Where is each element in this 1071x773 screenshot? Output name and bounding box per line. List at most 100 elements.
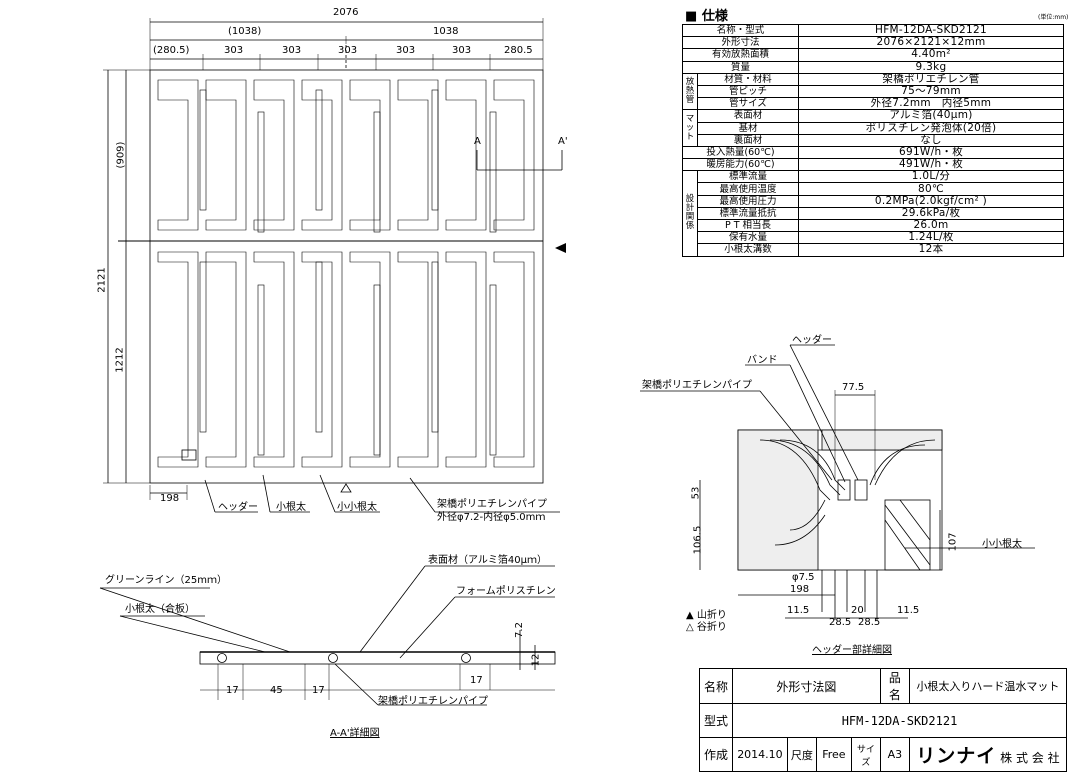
tb-size-value: A3 xyxy=(879,737,910,772)
spec-value: ポリスチレン発泡体(20倍) xyxy=(798,121,1064,135)
tb-scale-label: 尺度 xyxy=(786,737,817,772)
spec-value: 2076×2121×12mm xyxy=(798,36,1064,50)
spec-value: 架橋ポリエチレン管 xyxy=(798,72,1064,86)
spec-value: 4.40m² xyxy=(798,48,1064,62)
dim-offset-left: 198 xyxy=(160,493,180,504)
dim-height-upper: (909) xyxy=(115,141,127,169)
label-small-joist: 小小根太 xyxy=(337,502,377,513)
hd-dim-28-5a: 28.5 xyxy=(829,617,852,628)
dim-half-left: (1038) xyxy=(228,26,262,37)
spec-value: 80℃ xyxy=(798,182,1064,196)
spec-value: アルミ箔(40μm) xyxy=(798,109,1064,123)
hd-dim-phi: φ7.5 xyxy=(792,572,815,583)
section-marker-a: A xyxy=(474,136,481,147)
spec-value: なし xyxy=(798,133,1064,147)
spec-value: 691W/h・枚 xyxy=(798,145,1064,160)
tb-product-label: 品名 xyxy=(879,668,910,704)
spec-row: 投入熱量(60℃)691W/h・枚 xyxy=(682,145,1064,160)
label-section-pipe: 架橋ポリエチレンパイプ xyxy=(378,696,488,707)
spec-row: 放熱管材質・材料架橋ポリエチレン管 xyxy=(682,72,1064,111)
dim-overall-width: 2076 xyxy=(333,7,359,18)
spec-label: 標準流量 xyxy=(697,170,799,184)
spec-value: 1.0L/分 xyxy=(798,170,1064,184)
hd-dim-107: 107 xyxy=(947,532,959,552)
dim-17a: 17 xyxy=(226,685,239,696)
spec-group-label: 放熱管 xyxy=(682,72,698,111)
mat-outline xyxy=(149,69,544,484)
title-block: 名称 外形寸法図 品名 小根太入りハード温水マット 型式 HFM-12DA-SK… xyxy=(699,668,1068,772)
spec-unit-note: (単位:mm) xyxy=(1038,14,1069,21)
spec-label: 材質・材料 xyxy=(697,72,799,86)
pipe-serpentine-upper xyxy=(157,79,535,231)
section-body xyxy=(199,651,556,665)
spec-value: 外径7.2mm 内径5mm xyxy=(798,97,1064,111)
hd-dim-106-5: 106.5 xyxy=(692,525,704,555)
spec-group-label: マット xyxy=(682,109,698,147)
spec-label: 保有水量 xyxy=(697,231,799,245)
hd-dim-198: 198 xyxy=(790,584,810,595)
hd-label-band: バンド xyxy=(747,355,778,366)
arrow-marker-icon xyxy=(555,243,566,253)
dim-seg-4: 303 xyxy=(338,45,358,56)
legend-mountain: ▲ 山折り xyxy=(686,610,727,621)
label-pipe-line1: 架橋ポリエチレンパイプ xyxy=(437,499,547,510)
section-marker-a2: A' xyxy=(558,136,568,147)
dim-seg-2: 303 xyxy=(224,45,244,56)
header-detail-title: ヘッダー部詳細図 xyxy=(812,645,892,656)
tb-scale-value: Free xyxy=(815,737,852,772)
dim-seg-3: 303 xyxy=(282,45,302,56)
spec-label: 投入熱量(60℃) xyxy=(682,145,799,160)
dim-12: 12 xyxy=(530,653,542,667)
spec-label: 有効放熱面積 xyxy=(682,48,799,62)
tb-made-label: 作成 xyxy=(699,737,733,772)
joist-slots xyxy=(199,89,497,456)
spec-label: 裏面材 xyxy=(697,133,799,147)
tb-company-suffix: 株 式 会 社 xyxy=(1000,751,1060,765)
label-green-line: グリーンライン（25mｍ） xyxy=(105,575,227,586)
tb-model-value: HFM-12DA-SKD2121 xyxy=(732,703,1067,738)
hd-dim-11-5a: 11.5 xyxy=(787,605,810,616)
label-joist-plywood: 小根太（合板） xyxy=(125,604,195,615)
label-header: ヘッダー xyxy=(218,502,258,513)
tb-name-label: 名称 xyxy=(699,668,733,704)
spec-value: HFM-12DA-SKD2121 xyxy=(798,23,1064,38)
hd-dim-28-5b: 28.5 xyxy=(858,617,881,628)
label-joist: 小根太 xyxy=(276,502,306,513)
spec-value: 29.6kPa/枚 xyxy=(798,206,1064,221)
hd-dim-53: 53 xyxy=(690,486,702,500)
spec-label: 最高使用圧力 xyxy=(697,194,799,208)
label-foam: フォームポリスチレン xyxy=(456,586,556,597)
dim-45: 45 xyxy=(270,685,283,696)
dim-seg-5: 303 xyxy=(396,45,416,56)
dim-7-2: 7.2 xyxy=(513,622,525,638)
spec-title: ■ 仕様 xyxy=(685,9,728,24)
spec-value: 0.2MPa(2.0kgf/cm² ) xyxy=(798,194,1064,208)
spec-label: 外形寸法 xyxy=(682,36,799,50)
spec-label: P T 相当長 xyxy=(697,218,799,233)
valley-fold-marker-icon xyxy=(340,483,352,493)
legend-valley: △ 谷折り xyxy=(686,622,727,633)
spec-value: 9.3kg xyxy=(798,60,1064,74)
spec-label: 名称・型式 xyxy=(682,23,799,38)
spec-row: 裏面材なし xyxy=(683,133,1064,147)
spec-value: 491W/h・枚 xyxy=(798,158,1064,172)
spec-label: 表面材 xyxy=(697,109,799,123)
spec-row: マット表面材アルミ箔(40μm) xyxy=(682,109,1064,147)
spec-label: 暖房能力(60℃) xyxy=(682,158,799,172)
spec-row: 管サイズ外径7.2mm 内径5mm xyxy=(683,97,1064,111)
dim-seg-7: 280.5 xyxy=(504,45,533,56)
section-title: A-A'詳細図 xyxy=(330,728,380,739)
dim-seg-1: (280.5) xyxy=(153,45,190,56)
plan-header-box xyxy=(181,449,197,461)
tb-company: リンナイ 株 式 会 社 xyxy=(908,737,1068,772)
